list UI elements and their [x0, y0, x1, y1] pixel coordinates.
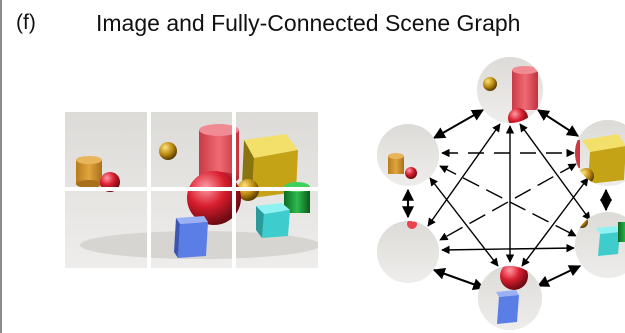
edge-ll-bot	[432, 268, 486, 290]
edge-ur-ll	[439, 163, 577, 241]
grid-divider-h	[65, 187, 318, 191]
edge-top-ur	[536, 109, 580, 137]
edge-top-ul	[432, 109, 485, 139]
grid-divider-v1	[147, 112, 151, 268]
graph-node-bottom	[478, 266, 542, 330]
edge-ul-lr	[439, 165, 577, 237]
grid-divider-v2	[232, 112, 236, 268]
blue-cube	[174, 216, 208, 258]
orange-cylinder	[76, 156, 102, 188]
left-border	[0, 0, 2, 333]
graph-edges	[402, 109, 612, 290]
panel-label: (f)	[16, 11, 36, 34]
graph-node-upper-right	[575, 120, 625, 186]
graph-node-top	[477, 57, 543, 123]
edge-top-ll	[427, 123, 501, 227]
cyan-cube	[256, 203, 290, 238]
scene-image	[65, 112, 318, 268]
graph-node-lower-left	[377, 221, 439, 283]
graph-node-lower-right	[575, 212, 625, 278]
graph-node-upper-left	[377, 124, 439, 186]
red-metallic-sphere	[187, 171, 241, 225]
edge-lr-bot	[536, 265, 582, 287]
edge-ll-lr	[441, 243, 575, 255]
panel-title: Image and Fully-Connected Scene Graph	[96, 10, 521, 36]
small-gold-sphere	[159, 142, 177, 160]
